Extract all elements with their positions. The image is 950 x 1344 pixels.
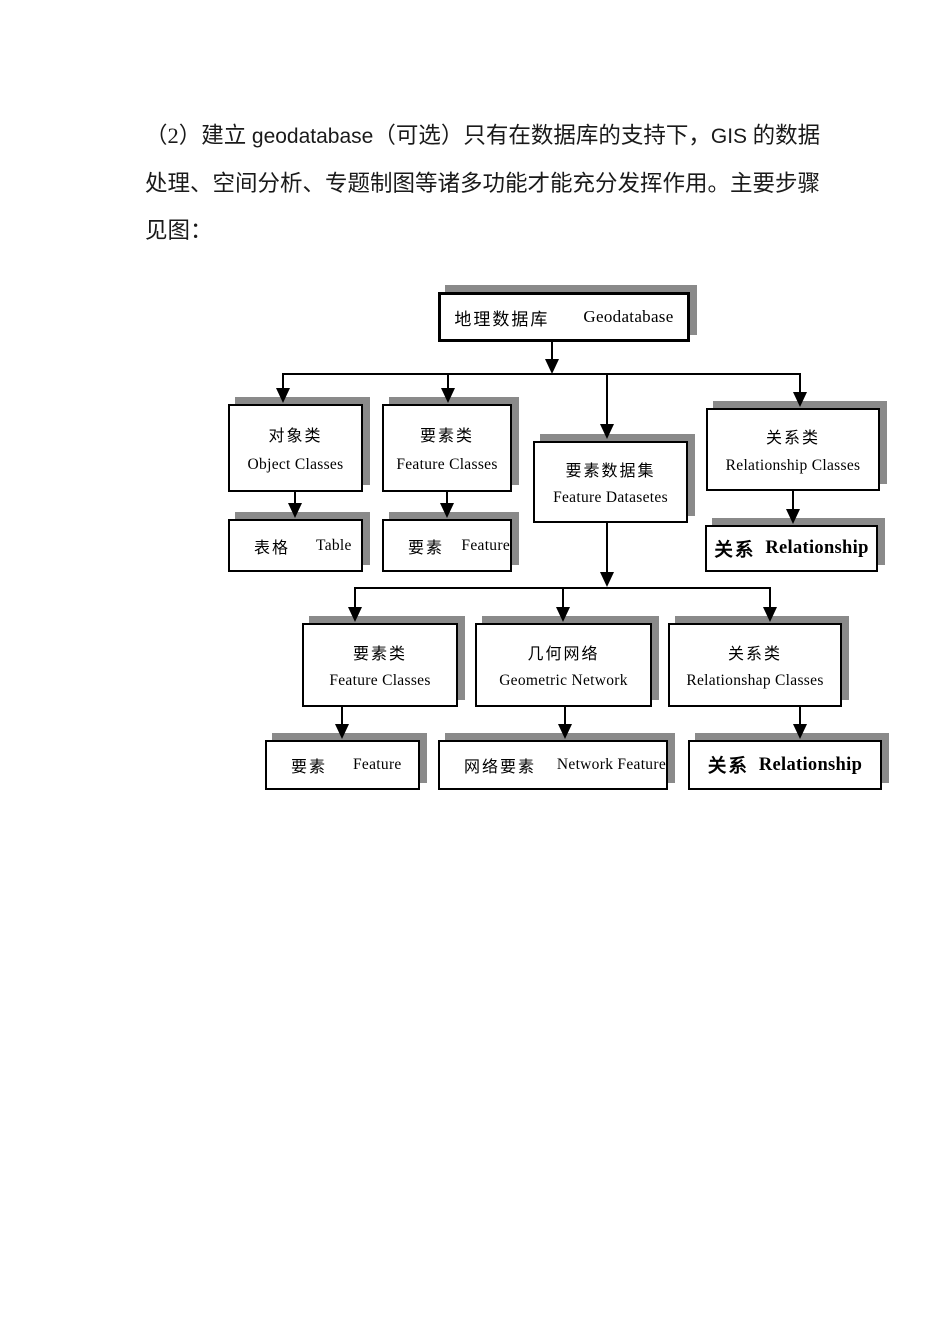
node-feature-classes-1-label-en: Feature Classes — [396, 456, 498, 473]
node-geometric-network-label-en: Geometric Network — [499, 672, 628, 690]
node-feature-1-label-en: Feature — [461, 536, 510, 554]
connector-branch-feature-dataset-arrowhead — [600, 424, 614, 439]
connector-root-drop-line — [551, 342, 553, 362]
connector-featureclasses-to-feature-line — [446, 492, 448, 505]
node-feature-2-label-en: Feature — [353, 756, 402, 773]
connector-object-to-table-line — [294, 492, 296, 505]
node-relationship-classes-2-label-en: Relationshap Classes — [686, 672, 824, 690]
node-feature-classes-2: 要素类 Feature Classes — [302, 623, 458, 707]
node-geometric-network-label-zh: 几何网络 — [527, 645, 600, 663]
node-feature-dataset-label-zh: 要素数据集 — [565, 463, 656, 480]
connector-object-to-table-arrowhead — [288, 503, 302, 518]
node-feature-1-label-zh: 要素 — [408, 539, 445, 557]
node-feature-classes-2-label-zh: 要素类 — [352, 645, 407, 663]
connector-branch-relationship-classes-2-arrowhead — [763, 607, 777, 622]
node-table: 表格 Table — [228, 519, 363, 572]
node-relationship-2-label-zh: 关系 — [707, 757, 749, 777]
node-object-classes: 对象类 Object Classes — [228, 404, 363, 492]
node-geodatabase-label-zh: 地理数据库 — [454, 309, 550, 329]
node-feature-classes-2-label-en: Feature Classes — [329, 672, 431, 690]
node-relationship-classes-1-label-zh: 关系类 — [765, 430, 820, 448]
connector-root-arrowhead — [545, 359, 559, 374]
node-feature-2: 要素 Feature — [265, 740, 420, 790]
connector-featureclasses2-to-feature2-arrowhead — [335, 724, 349, 739]
node-object-classes-label-en: Object Classes — [247, 456, 344, 473]
connector-branch-feature-classes-1-arrowhead — [441, 388, 455, 403]
connector-branch-feature-dataset-line — [606, 373, 608, 425]
connector-relclasses2-to-relationship2-arrowhead — [793, 724, 807, 739]
connector-branch-relationship-classes-2-line — [769, 587, 771, 609]
connector-branch-relationship-classes-1-line — [799, 373, 801, 394]
node-feature-2-label-zh: 要素 — [291, 759, 328, 776]
node-relationship-2: 关系 Relationship — [688, 740, 882, 790]
connector-branch-object-classes-line — [282, 373, 284, 390]
connector-featureclasses-to-feature-arrowhead — [440, 503, 454, 518]
node-feature-1: 要素 Feature — [382, 519, 512, 572]
connector-branch-geometric-network-arrowhead — [556, 607, 570, 622]
paragraph-line-2: 处理、空间分析、专题制图等诸多功能才能充分发挥作用。主要步骤 — [145, 171, 821, 196]
node-relationship-classes-1-label-en: Relationship Classes — [725, 456, 861, 474]
node-geodatabase-label-en: Geodatabase — [583, 307, 674, 326]
connector-relclasses-to-relationship-arrowhead — [786, 509, 800, 524]
connector-network-to-networkfeature-line — [564, 707, 566, 726]
connector-branch-geometric-network-line — [562, 587, 564, 609]
node-relationship-classes-2: 关系类 Relationshap Classes — [668, 623, 842, 707]
node-relationship-1-label-en: Relationship — [765, 538, 869, 558]
node-table-label-en: Table — [316, 536, 352, 554]
node-object-classes-label-zh: 对象类 — [268, 428, 323, 445]
paragraph-line-3: 见图： — [145, 218, 213, 243]
connector-relclasses2-to-relationship2-line — [799, 707, 801, 726]
term-gis: GIS — [710, 125, 748, 148]
node-geometric-network: 几何网络 Geometric Network — [475, 623, 652, 707]
connector-network-to-networkfeature-arrowhead — [558, 724, 572, 739]
node-feature-classes-1: 要素类 Feature Classes — [382, 404, 512, 492]
term-geodatabase: geodatabase — [251, 125, 374, 148]
connector-branch-feature-classes-2-line — [354, 587, 356, 609]
connector-dataset-drop-line — [606, 523, 608, 573]
node-feature-classes-1-label-zh: 要素类 — [419, 428, 474, 445]
node-relationship-classes-1: 关系类 Relationship Classes — [706, 408, 880, 491]
connector-branch-feature-classes-2-arrowhead — [348, 607, 362, 622]
connector-featureclasses2-to-feature2-line — [341, 707, 343, 726]
node-network-feature: 网络要素 Network Feature — [438, 740, 668, 790]
connector-rail-1 — [283, 373, 801, 375]
node-relationship-2-label-en: Relationship — [758, 754, 863, 775]
connector-relclasses-to-relationship-line — [792, 491, 794, 511]
node-geodatabase: 地理数据库 Geodatabase — [438, 292, 690, 342]
paragraph-line-1: （2）建立 geodatabase（可选）只有在数据库的支持下，GIS 的数据 — [145, 123, 821, 148]
connector-branch-relationship-classes-1-arrowhead — [793, 392, 807, 407]
node-relationship-1: 关系 Relationship — [705, 525, 878, 572]
intro-paragraph: （2）建立 geodatabase（可选）只有在数据库的支持下，GIS 的数据 … — [145, 112, 820, 254]
node-table-label-zh: 表格 — [254, 539, 291, 557]
node-relationship-classes-2-label-zh: 关系类 — [727, 645, 782, 663]
node-feature-dataset: 要素数据集 Feature Datasetes — [533, 441, 688, 523]
node-network-feature-label-en: Network Feature — [556, 756, 666, 773]
connector-branch-object-classes-arrowhead — [276, 388, 290, 403]
node-network-feature-label-zh: 网络要素 — [464, 759, 537, 776]
node-relationship-1-label-zh: 关系 — [714, 540, 756, 561]
connector-branch-feature-classes-1-line — [447, 373, 449, 390]
node-feature-dataset-label-en: Feature Datasetes — [553, 489, 668, 506]
connector-dataset-drop-arrowhead — [600, 572, 614, 587]
